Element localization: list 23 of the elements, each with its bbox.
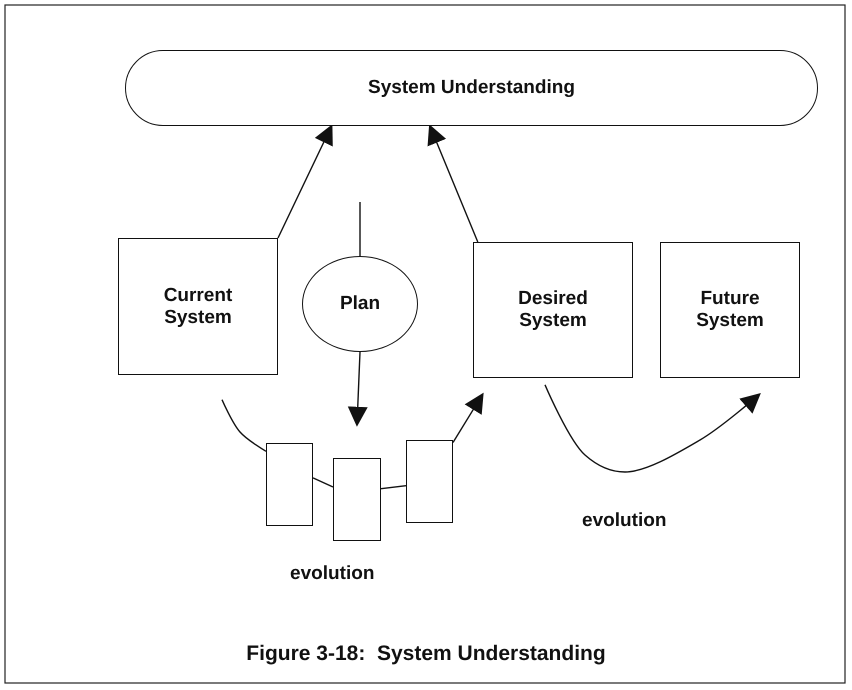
evolution-label: evolution	[290, 563, 374, 585]
stage-box	[406, 440, 453, 523]
evolution-label: evolution	[582, 510, 666, 532]
node-label: Future System	[695, 288, 765, 332]
node-label: Plan	[340, 293, 380, 315]
arrow	[277, 124, 333, 238]
arrow	[428, 124, 478, 242]
connector-line	[312, 477, 334, 488]
node-label: Current System	[162, 284, 234, 328]
node-label: System Understanding	[368, 77, 575, 99]
process-box	[660, 242, 800, 378]
connector-line	[221, 399, 266, 452]
process-box	[118, 238, 278, 375]
arrow	[348, 352, 368, 427]
connector-line	[359, 202, 361, 256]
connector-line	[380, 484, 406, 490]
node-label: Desired System	[517, 288, 589, 332]
figure-caption: Figure 3-18: System Understanding	[245, 642, 607, 666]
stage-box	[333, 458, 381, 541]
arrow	[452, 392, 484, 443]
process-box	[473, 242, 633, 378]
arrow	[544, 384, 761, 473]
stage-box	[266, 443, 313, 526]
